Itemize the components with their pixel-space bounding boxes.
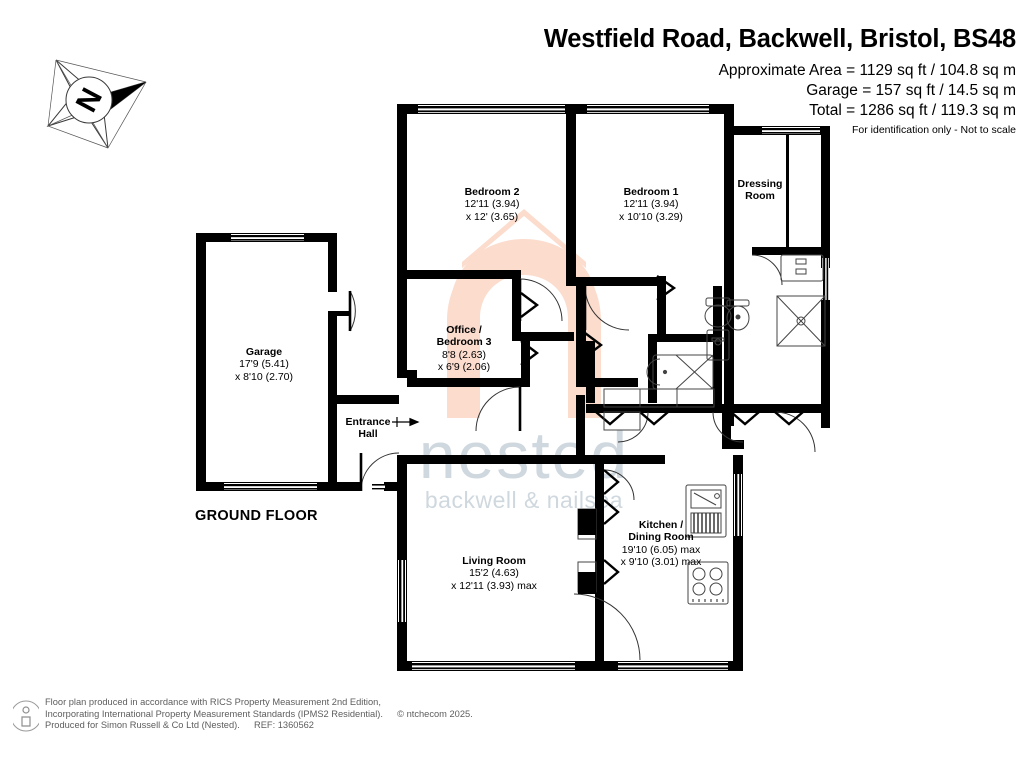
garage-area-line: Garage = 157 sq ft / 14.5 sq m	[806, 82, 1016, 100]
room-label-bedroom-1: Bedroom 1 12'11 (3.94) x 10'10 (3.29)	[601, 186, 701, 223]
room-dim-2: x 6'9 (2.06)	[437, 361, 491, 374]
compass-rose-icon: N	[42, 52, 154, 156]
person-info-icon	[13, 700, 39, 732]
scale-disclaimer: For identification only - Not to scale	[852, 124, 1016, 137]
basin-icon	[706, 329, 730, 361]
footer-text: Floor plan produced in accordance with R…	[45, 697, 473, 732]
room-dim-1: 17'9 (5.41)	[239, 358, 289, 371]
door-swings	[348, 254, 816, 661]
room-dim-2: x 12' (3.65)	[465, 210, 519, 223]
room-name: Office /	[446, 324, 482, 336]
room-name: Bedroom 1	[623, 186, 679, 198]
footer-line-1: Floor plan produced in accordance with R…	[45, 697, 381, 707]
room-label-dressing-room: Dressing Room	[720, 178, 800, 203]
approximate-area-line: Approximate Area = 1129 sq ft / 104.8 sq…	[718, 62, 1016, 80]
room-label-kitchen-dining-room: Kitchen / Dining Room 19'10 (6.05) max x…	[607, 519, 715, 569]
room-name: Dressing	[737, 178, 783, 190]
room-name: Garage	[245, 346, 283, 358]
room-name: Kitchen /	[638, 519, 684, 531]
room-name-line-2: Hall	[358, 428, 378, 441]
room-dim-2: x 10'10 (3.29)	[619, 210, 683, 223]
counter-blocks	[578, 509, 596, 594]
floor-level-label: GROUND FLOOR	[195, 508, 318, 524]
vanity-unit-icon	[780, 254, 824, 282]
room-dim-2: x 8'10 (2.70)	[234, 370, 294, 383]
room-label-office-bedroom-3: Office / Bedroom 3 8'8 (2.63) x 6'9 (2.0…	[414, 324, 514, 374]
room-name-line-2: Room	[745, 190, 775, 203]
area-summary: Approximate Area = 1129 sq ft / 104.8 sq…	[0, 61, 1016, 121]
room-dim-1: 8'8 (2.63)	[441, 348, 487, 361]
total-area-line: Total = 1286 sq ft / 119.3 sq m	[809, 102, 1016, 120]
footer-line-2: Incorporating International Property Mea…	[45, 709, 473, 721]
room-label-living-room: Living Room 15'2 (4.63) x 12'11 (3.93) m…	[434, 555, 554, 592]
room-label-garage: Garage 17'9 (5.41) x 8'10 (2.70)	[214, 346, 314, 383]
watermark-sub: backwell & nailsea	[425, 487, 623, 513]
counter-run	[577, 508, 597, 593]
shower-enclosure-icon	[776, 295, 826, 347]
footer-line-2a: Incorporating International Property Mea…	[45, 708, 383, 719]
room-label-entrance-hall: Entrance Hall	[328, 416, 408, 441]
footer-producer: Produced for Simon Russell & Co Ltd (Nes…	[45, 720, 240, 731]
room-name: Entrance	[345, 416, 391, 428]
room-dim-1: 19'10 (6.05) max	[621, 543, 701, 556]
room-label-bedroom-2: Bedroom 2 12'11 (3.94) x 12' (3.65)	[442, 186, 542, 223]
room-dim-1: 12'11 (3.94)	[623, 198, 679, 211]
room-dim-2: x 12'11 (3.93) max	[451, 579, 537, 592]
room-name-line-2: Bedroom 3	[436, 336, 492, 349]
footer-copyright: © ntchecom 2025.	[397, 708, 473, 719]
header: Westfield Road, Backwell, Bristol, BS48 …	[0, 0, 1024, 136]
watermark-brand: nested	[419, 418, 629, 492]
room-dim-1: 12'11 (3.94)	[464, 198, 520, 211]
bathtub-icon	[646, 354, 714, 390]
footer: Floor plan produced in accordance with R…	[13, 697, 473, 733]
room-dim-1: 15'2 (4.63)	[469, 567, 519, 580]
footer-reference: REF: 1360562	[254, 720, 314, 731]
page-title: Westfield Road, Backwell, Bristol, BS48	[543, 25, 1016, 53]
ensuite-toilet-icon	[726, 299, 750, 331]
room-dim-2: x 9'10 (3.01) max	[620, 556, 702, 569]
toilet-icon	[704, 297, 732, 328]
room-name: Living Room	[462, 555, 526, 567]
kitchen-worktop	[603, 388, 715, 431]
room-name: Bedroom 2	[464, 186, 520, 198]
footer-line-3: Produced for Simon Russell & Co Ltd (Nes…	[45, 720, 473, 732]
room-name-line-2: Dining Room	[628, 531, 694, 544]
